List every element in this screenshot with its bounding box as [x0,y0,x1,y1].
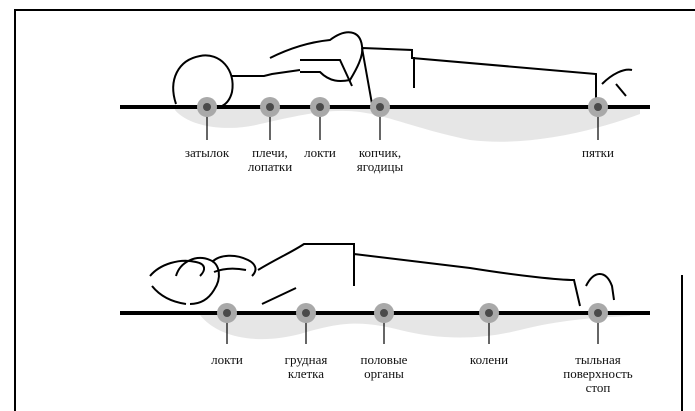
label-line-grudnaya-0: грудная [285,352,328,367]
label-line-polovye-1: органы [364,366,404,381]
top-panel [120,32,650,141]
label-zatylok: затылок [185,145,230,160]
marker-dot-lokti_bottom [223,309,231,317]
label-line-tylnaya-0: тыльная [575,352,621,367]
top-body-shoulder [232,70,300,76]
label-line-grudnaya-1: клетка [288,366,324,381]
label-line-polovye-0: половые [361,352,408,367]
pressure-labels: затылок плечи,лопатки локти копчик,ягодицы п… [185,145,633,395]
bottom-body-head [150,258,219,304]
top-body-torso [362,48,414,104]
label-line-lokti_bottom-0: локти [211,352,243,367]
marker-dot-grudnaya [302,309,310,317]
bottom-body-foot [586,274,614,300]
marker-dot-kopchik [376,103,384,111]
label-line-tylnaya-1: поверхность [563,366,633,381]
label-line-plechi-1: лопатки [248,159,292,174]
label-line-pyatki-0: пятки [582,145,614,160]
label-line-zatylok-0: затылок [185,145,230,160]
label-line-lokti_top-0: локти [304,145,336,160]
label-line-kopchik-0: копчик, [359,145,401,160]
label-line-kopchik-1: ягодицы [357,159,404,174]
label-lokti_bottom: локти [211,352,243,367]
top-body-arm [270,32,362,81]
label-line-tylnaya-2: стоп [586,380,611,395]
marker-dot-pyatki [594,103,602,111]
marker-dot-plechi [266,103,274,111]
label-plechi: плечи,лопатки [248,145,292,174]
marker-dot-lokti_top [316,103,324,111]
bottom-body-arms [152,256,255,304]
top-surface-shadow [175,108,640,142]
label-koleni: колени [470,352,508,367]
top-body-foot [602,70,632,96]
bottom-panel [120,244,650,339]
label-lokti_top: локти [304,145,336,160]
bottom-body-belly [262,288,296,304]
marker-dot-koleni [485,309,493,317]
marker-dot-zatylok [203,103,211,111]
marker-dot-polovye [380,309,388,317]
label-line-koleni-0: колени [470,352,508,367]
label-kopchik: копчик,ягодицы [357,145,404,174]
label-line-plechi-0: плечи, [252,145,288,160]
bottom-body-back [258,244,580,306]
marker-dot-tylnaya [594,309,602,317]
label-pyatki: пятки [582,145,614,160]
top-body-legs [412,58,596,104]
bottom-surface-shadow [200,312,630,339]
